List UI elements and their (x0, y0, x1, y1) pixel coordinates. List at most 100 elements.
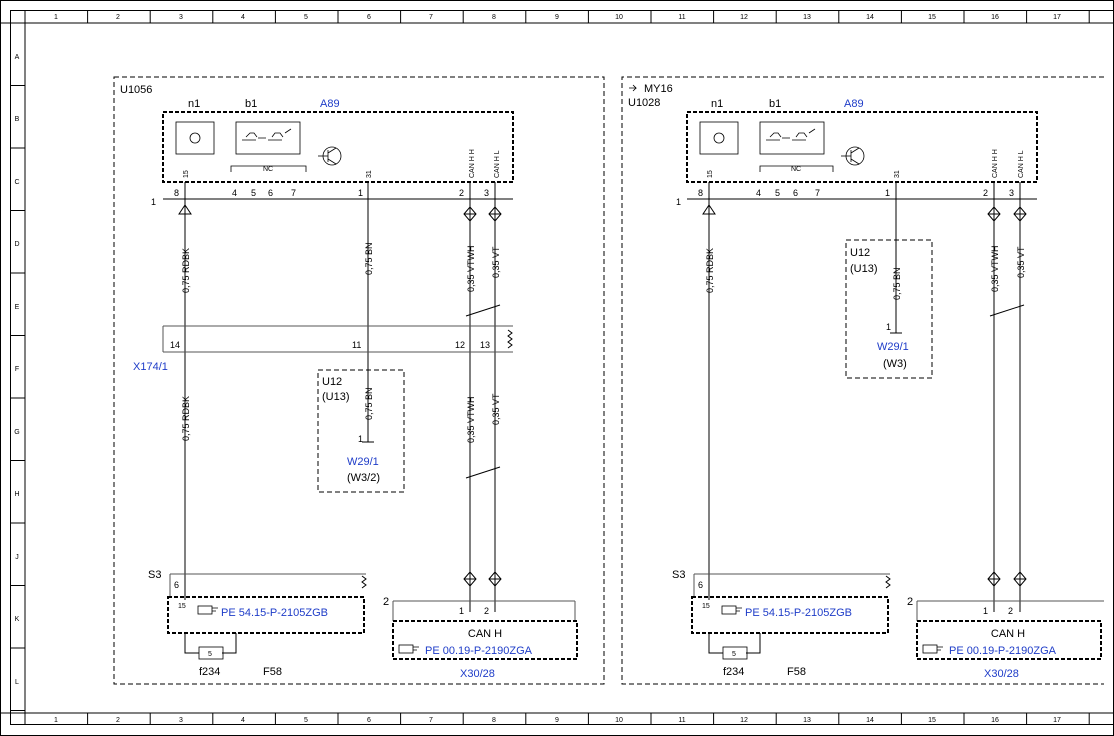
can-line (392, 600, 576, 621)
break-icon (361, 575, 367, 589)
can-line (916, 600, 1104, 621)
n1-box (699, 121, 739, 155)
s3-pin6: 6 (698, 580, 703, 590)
sensor-icon (713, 132, 725, 144)
pointing-hand-icon (197, 605, 218, 615)
s3-line (693, 573, 890, 596)
pin-1: 1 (358, 188, 363, 198)
bidir-arrow-icon (488, 571, 502, 587)
col-label: 9 (555, 717, 559, 724)
col-label: 2 (116, 14, 120, 21)
col-label: 7 (429, 717, 433, 724)
can-ref: PE 00.19-P-2190ZGA (425, 645, 533, 657)
col-label: 16 (991, 14, 999, 21)
fuse-name: f234 (723, 666, 744, 678)
pin-5: 5 (251, 188, 256, 198)
canhl-label: CAN H L (494, 150, 501, 178)
col-label: 10 (615, 717, 623, 724)
pin-6: 6 (793, 188, 798, 198)
col-label: 16 (991, 717, 999, 724)
bidir-arrow-icon (463, 206, 477, 222)
wire-label: 0,75 BN (892, 267, 902, 300)
twist-mark (465, 304, 501, 317)
u12-title: U12 (322, 376, 342, 388)
pointing-hand-icon (398, 644, 419, 654)
s3-pin6: 6 (174, 580, 179, 590)
b1-label: b1 (769, 98, 781, 110)
col-label: 5 (304, 717, 308, 724)
transistor-icon (318, 146, 342, 166)
nc-label: NC (263, 166, 273, 173)
col-label: 3 (179, 14, 183, 21)
col-label: 1 (54, 717, 58, 724)
col-label: 4 (241, 14, 245, 21)
can-title: CAN H (468, 628, 502, 640)
n1-box (175, 121, 215, 155)
transistor-icon (841, 146, 865, 166)
can-pin: 2 (383, 596, 389, 608)
wire-label: 0,35 VTWH (466, 245, 476, 292)
bidir-arrow-icon (987, 571, 1001, 587)
row-label: H (14, 491, 19, 498)
col-label: 3 (179, 717, 183, 724)
pin-12: 12 (455, 340, 465, 350)
bidir-arrow-icon (463, 571, 477, 587)
pin15-label: 15 (707, 170, 714, 178)
col-label: 14 (866, 717, 874, 724)
u12-box (317, 369, 405, 493)
u12-loc: (W3/2) (347, 472, 380, 484)
ground-icon (362, 436, 374, 443)
n1-label: n1 (711, 98, 723, 110)
can-name: X30/28 (460, 668, 495, 680)
u12-sub: (U13) (850, 263, 878, 275)
col-label: 15 (928, 14, 936, 21)
pin-8: 8 (174, 188, 179, 198)
can-name: X30/28 (984, 668, 1019, 680)
row-label: A (15, 54, 20, 61)
can-ref: PE 00.19-P-2190ZGA (949, 645, 1057, 657)
pin31-label: 31 (366, 170, 373, 178)
a89-module (686, 111, 1038, 183)
col-label: 12 (740, 14, 748, 21)
car-sensor-icon (242, 128, 292, 141)
arrow-up-icon (178, 204, 192, 215)
row-label: C (14, 179, 19, 186)
wire-label: 0,35 VT (491, 246, 501, 278)
nc-bracket (230, 165, 307, 172)
row-label: J (15, 554, 19, 561)
right-diagram: MY16 U1028 n1 b1 A89 NC 15 31 CAN H H CA… (621, 76, 1104, 685)
nc-label: NC (791, 166, 801, 173)
nc-bracket (759, 165, 834, 172)
wire-label: 0,75 BN (364, 242, 374, 275)
row-labels: A B C D E F G H J K L (14, 54, 19, 686)
pin-3: 3 (484, 188, 489, 198)
u12-title: U12 (850, 247, 870, 259)
wire-label: 0,35 VT (491, 393, 501, 425)
pin-14: 14 (170, 340, 180, 350)
b1-box (759, 121, 825, 155)
canhh-label: CAN H H (469, 149, 476, 178)
pin-7: 7 (291, 188, 296, 198)
row-label: F (15, 366, 19, 373)
canhh-label: CAN H H (992, 149, 999, 178)
pointing-hand-icon (721, 605, 742, 615)
col-label: 17 (1053, 717, 1061, 724)
module-name: A89 (320, 98, 340, 110)
can-pin: 2 (907, 596, 913, 608)
pin-5: 5 (775, 188, 780, 198)
can-p2: 2 (1008, 606, 1013, 616)
u12-ref: W29/1 (877, 341, 909, 353)
wire-label: 0,75 BN (364, 387, 374, 420)
wire-label: 0,75 RDBK (705, 248, 715, 293)
col-label: 8 (492, 14, 496, 21)
s3-box (691, 596, 889, 634)
u12-ref: W29/1 (347, 456, 379, 468)
arrow-up-icon (702, 204, 716, 215)
col-label: 6 (367, 717, 371, 724)
fuse-val: 5 (732, 651, 736, 658)
pin-2: 2 (459, 188, 464, 198)
wire-label: 0,75 RDBK (181, 396, 191, 441)
col-label: 13 (803, 14, 811, 21)
fuse-val: 5 (208, 651, 212, 658)
break-icon (507, 329, 513, 349)
